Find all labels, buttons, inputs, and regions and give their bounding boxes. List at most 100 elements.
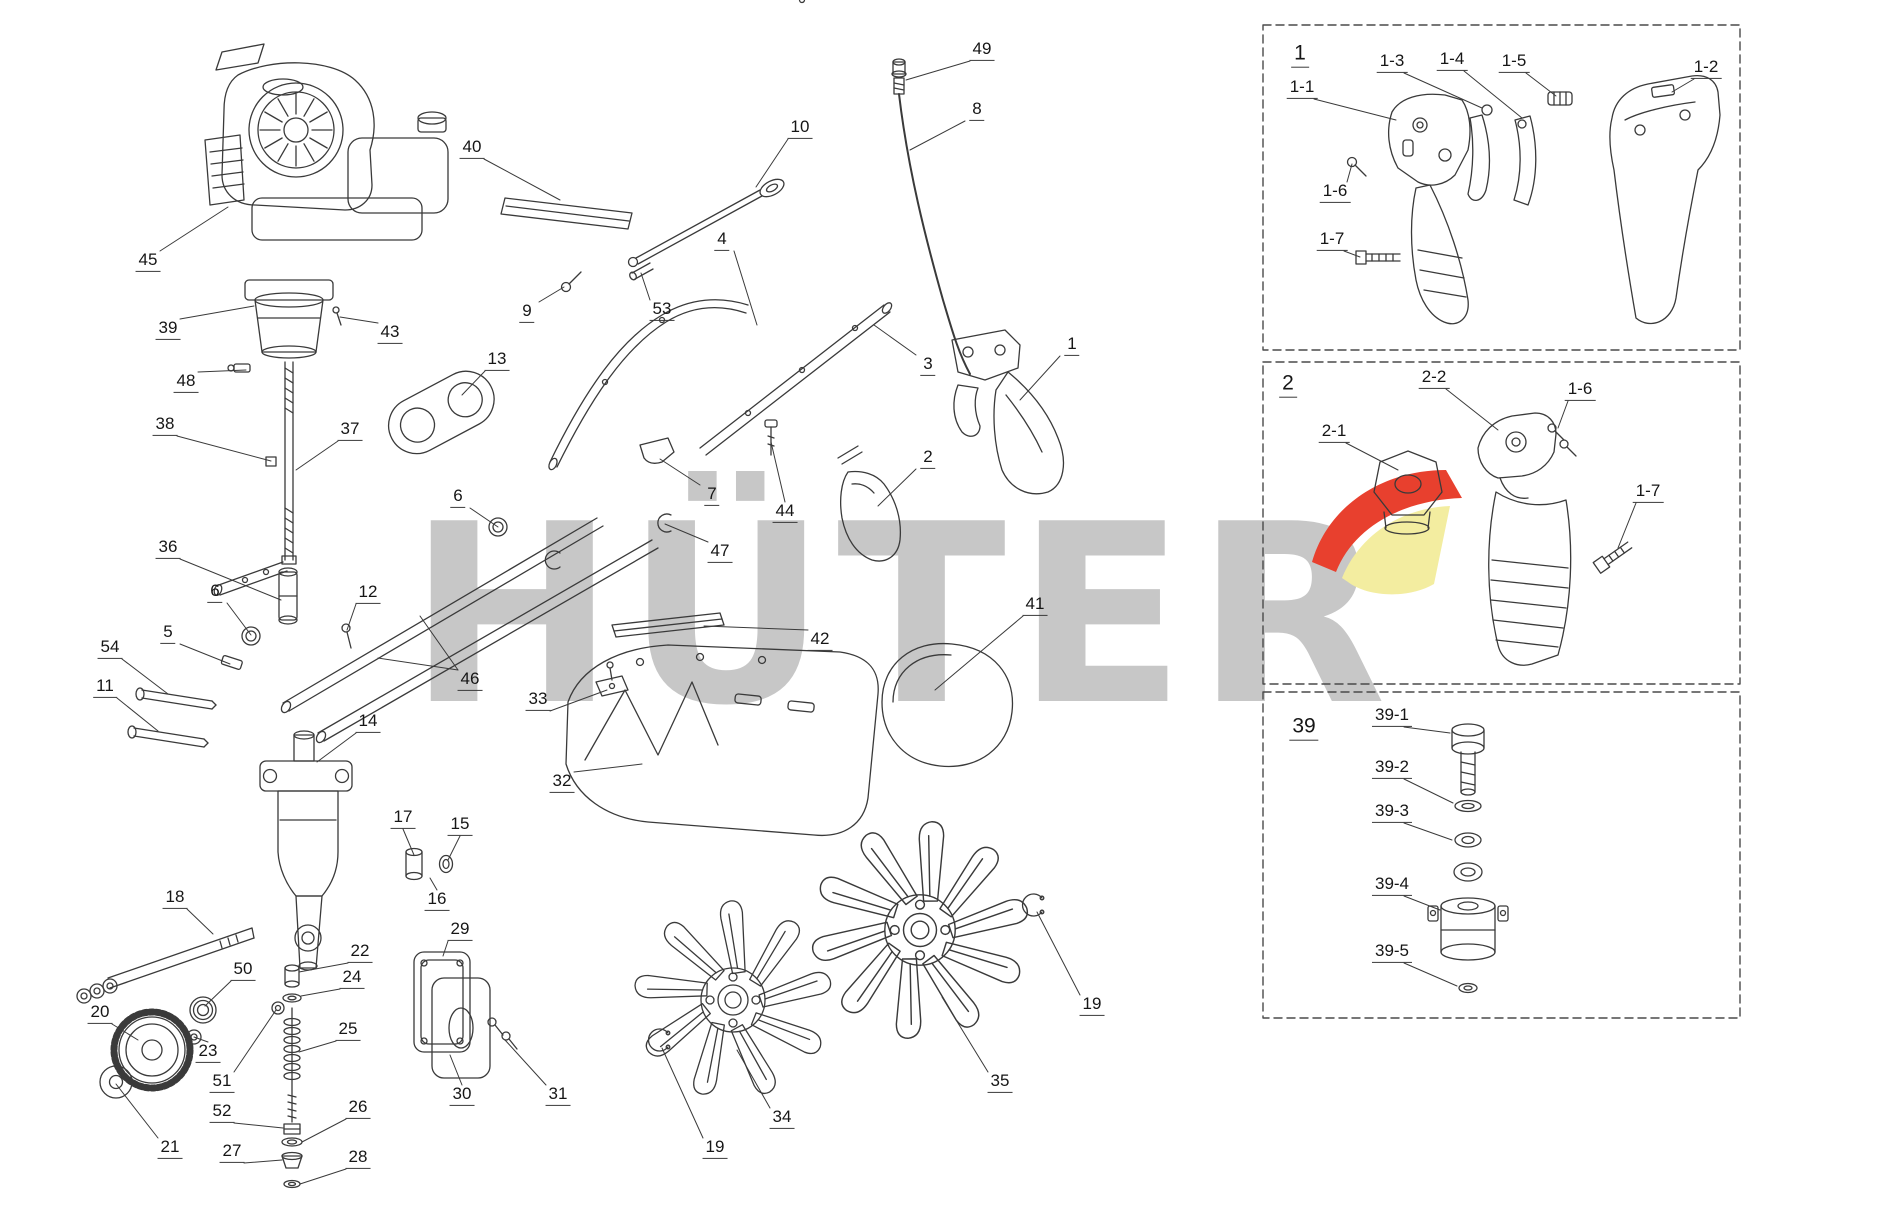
part-callout-2: 2 bbox=[920, 447, 936, 469]
part-callout-27: 27 bbox=[219, 1141, 245, 1163]
worm-shaft-assembly bbox=[281, 964, 303, 1189]
part-callout-15: 15 bbox=[447, 814, 473, 836]
part-callout-3: 3 bbox=[920, 354, 936, 376]
part-callout-46: 46 bbox=[457, 669, 483, 691]
part-callout-2-2: 2-2 bbox=[1418, 367, 1450, 389]
output-shaft-gear bbox=[76, 927, 285, 1099]
logo-yellow-shape bbox=[1342, 506, 1450, 595]
part-callout-5: 5 bbox=[160, 622, 176, 644]
panel2-parts bbox=[1373, 412, 1633, 666]
part-callout-1-7: 1-7 bbox=[1632, 481, 1664, 503]
part-callout-17: 17 bbox=[390, 807, 416, 829]
lower-handlebar-tubes bbox=[213, 517, 659, 744]
part-callout-2: 2 bbox=[1279, 372, 1297, 398]
part-callout-22: 22 bbox=[347, 941, 373, 963]
part-callout-32: 32 bbox=[549, 771, 575, 793]
deflector-strip bbox=[611, 612, 725, 638]
clutch-cup bbox=[227, 279, 342, 373]
part-callout-36: 36 bbox=[155, 537, 181, 559]
gearbox-housing bbox=[259, 730, 353, 971]
circlips bbox=[647, 893, 1045, 1052]
part-callout-31: 31 bbox=[545, 1084, 571, 1106]
part-callout-21: 21 bbox=[157, 1137, 183, 1159]
part-callout-1-7: 1-7 bbox=[1316, 229, 1348, 251]
leader-lines bbox=[111, 60, 1695, 1185]
part-callout-6: 6 bbox=[450, 486, 466, 508]
part-callout-28: 28 bbox=[345, 1147, 371, 1169]
part-callout-35: 35 bbox=[987, 1071, 1013, 1093]
deflector-shield bbox=[565, 644, 879, 837]
part-callout-45: 45 bbox=[135, 250, 161, 272]
part-callout-40: 40 bbox=[459, 137, 485, 159]
detail-panel-throttle-handle bbox=[1262, 24, 1741, 351]
part-callout-39-5: 39-5 bbox=[1371, 941, 1413, 963]
grip-cone bbox=[837, 445, 902, 562]
part-callout-39: 39 bbox=[1289, 715, 1319, 741]
upper-handlebar-tube bbox=[548, 0, 893, 533]
handle-mount-bracket bbox=[387, 370, 495, 455]
part-callout-33: 33 bbox=[525, 689, 551, 711]
logo-red-swoosh bbox=[1312, 470, 1462, 572]
part-callout-47: 47 bbox=[707, 541, 733, 563]
part-callout-8: 8 bbox=[969, 99, 985, 121]
part-callout-1: 1 bbox=[1291, 42, 1309, 68]
part-callout-38: 38 bbox=[152, 414, 178, 436]
part-callout-7: 7 bbox=[704, 484, 720, 506]
part-callout-42: 42 bbox=[807, 629, 833, 651]
part-callout-30: 30 bbox=[449, 1084, 475, 1106]
part-callout-39-3: 39-3 bbox=[1371, 801, 1413, 823]
blade-strip bbox=[500, 197, 633, 230]
part-callout-1-6: 1-6 bbox=[1564, 379, 1596, 401]
part-callout-48: 48 bbox=[173, 371, 199, 393]
part-callout-51: 51 bbox=[209, 1071, 235, 1093]
part-callout-4: 4 bbox=[714, 229, 730, 251]
part-callout-39: 39 bbox=[155, 318, 181, 340]
part-callout-1-3: 1-3 bbox=[1376, 51, 1408, 73]
detail-panel-left-handle bbox=[1262, 361, 1741, 685]
part-callout-11: 11 bbox=[93, 676, 117, 698]
throttle-rod bbox=[560, 178, 785, 293]
part-callout-53: 53 bbox=[649, 299, 675, 321]
cover-plates bbox=[413, 951, 518, 1079]
part-callout-24: 24 bbox=[339, 967, 365, 989]
part-callout-1-4: 1-4 bbox=[1436, 49, 1468, 71]
part-callout-16: 16 bbox=[424, 889, 450, 911]
throttle-handle-main bbox=[951, 329, 1065, 495]
part-callout-25: 25 bbox=[335, 1019, 361, 1041]
part-callout-19: 19 bbox=[702, 1137, 728, 1159]
part-callout-50: 50 bbox=[230, 959, 256, 981]
huter-logo-icon bbox=[1312, 470, 1462, 595]
part-callout-39-1: 39-1 bbox=[1371, 705, 1413, 727]
part-callout-14: 14 bbox=[355, 711, 381, 733]
part-callout-20: 20 bbox=[87, 1002, 113, 1024]
detail-panel-clutch bbox=[1262, 691, 1741, 1019]
part-callout-23: 23 bbox=[195, 1041, 221, 1063]
part-callout-1-6: 1-6 bbox=[1319, 181, 1351, 203]
throttle-cable bbox=[891, 58, 971, 375]
part-callout-26: 26 bbox=[345, 1097, 371, 1119]
part-callout-2-1: 2-1 bbox=[1318, 421, 1350, 443]
part-callout-39-2: 39-2 bbox=[1371, 757, 1413, 779]
drive-shaft bbox=[265, 361, 298, 625]
part-callout-18: 18 bbox=[162, 887, 188, 909]
part-callout-39-4: 39-4 bbox=[1371, 874, 1413, 896]
part-callout-13: 13 bbox=[484, 349, 510, 371]
mudguard bbox=[881, 642, 1014, 768]
part-callout-43: 43 bbox=[377, 322, 403, 344]
handlebar-bolts bbox=[127, 623, 352, 748]
part-callout-10: 10 bbox=[787, 117, 813, 139]
part-callout-34: 34 bbox=[769, 1107, 795, 1129]
tine-wheel-right bbox=[811, 817, 1029, 1043]
part-callout-44: 44 bbox=[772, 501, 798, 523]
part-callout-19: 19 bbox=[1079, 994, 1105, 1016]
part-callout-9: 9 bbox=[519, 301, 535, 323]
part-callout-52: 52 bbox=[209, 1101, 235, 1123]
part-callout-1-2: 1-2 bbox=[1690, 57, 1722, 79]
panel1-parts bbox=[1346, 74, 1721, 325]
part-callout-37: 37 bbox=[337, 419, 363, 441]
part-callout-29: 29 bbox=[447, 919, 473, 941]
tine-wheel-left bbox=[631, 898, 832, 1099]
